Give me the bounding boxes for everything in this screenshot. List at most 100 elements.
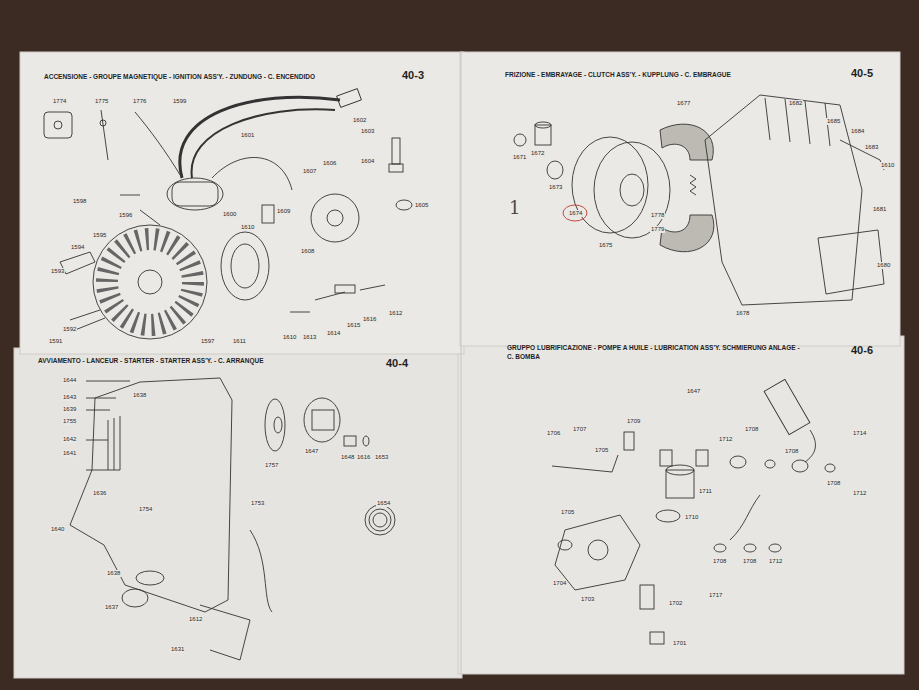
- callout-number: 1685: [826, 118, 841, 125]
- callout-number: 1616: [356, 454, 371, 461]
- callout-number: 1683: [864, 144, 879, 151]
- callout-number: 1684: [850, 128, 865, 135]
- handwritten-mark: 1: [508, 198, 521, 218]
- callout-number: 1680: [876, 262, 891, 269]
- callout-number: 1677: [676, 100, 691, 107]
- callout-number: 1636: [92, 490, 107, 497]
- callout-number: 1678: [735, 310, 750, 317]
- callout-number: 1654: [376, 500, 391, 507]
- callout-number: 1606: [322, 160, 337, 167]
- callout-number: 1644: [62, 377, 77, 384]
- callout-number: 1755: [62, 418, 77, 425]
- callout-number: 1708: [784, 448, 799, 455]
- callout-number: 1638: [132, 392, 147, 399]
- starter-drawing: [70, 378, 395, 660]
- callout-number: 1671: [512, 154, 527, 161]
- callout-number: 1612: [188, 616, 203, 623]
- callout-number: 1599: [172, 98, 187, 105]
- section-title: ACCENSIONE - GROUPE MAGNETIQUE - IGNITIO…: [44, 73, 315, 82]
- callout-number: 1754: [138, 506, 153, 513]
- page-number: 40-3: [402, 69, 424, 82]
- callout-number: 1647: [304, 448, 319, 455]
- section-title: AVVIAMENTO - LANCEUR - STARTER - STARTER…: [38, 357, 264, 366]
- callout-number: 1595: [92, 232, 107, 239]
- callout-number: 1603: [360, 128, 375, 135]
- callout-number: 1709: [626, 418, 641, 425]
- callout-number: 1705: [560, 509, 575, 516]
- callout-number: 1705: [594, 447, 609, 454]
- callout-number: 1682: [788, 100, 803, 107]
- oil-pump-drawing: [552, 379, 835, 644]
- page-number: 40-6: [851, 344, 873, 357]
- callout-number: 1708: [826, 480, 841, 487]
- callout-number: 1647: [686, 388, 701, 395]
- callout-number: 1591: [48, 338, 63, 345]
- callout-number: 1609: [276, 208, 291, 215]
- callout-number: 1598: [72, 198, 87, 205]
- callout-number: 1631: [170, 646, 185, 653]
- callout-number: 1757: [264, 462, 279, 469]
- callout-number: 1701: [672, 640, 687, 647]
- ignition-drawing: [44, 89, 412, 339]
- callout-number: 1637: [104, 604, 119, 611]
- callout-number: 1639: [62, 406, 77, 413]
- callout-number: 1610: [240, 224, 255, 231]
- callout-number: 1640: [50, 526, 65, 533]
- callout-number: 1597: [200, 338, 215, 345]
- page-number: 40-5: [851, 67, 873, 80]
- callout-number: 1674: [568, 210, 583, 217]
- callout-number: 1707: [572, 426, 587, 433]
- catalog-page: FRIZIONE - EMBRAYAGE - CLUTCH ASS'Y. - K…: [463, 55, 897, 343]
- callout-number: 1706: [546, 430, 561, 437]
- callout-number: 1672: [530, 150, 545, 157]
- callout-number: 1643: [62, 394, 77, 401]
- callout-number: 1703: [580, 596, 595, 603]
- callout-number: 1596: [118, 212, 133, 219]
- catalog-page: ACCENSIONE - GROUPE MAGNETIQUE - IGNITIO…: [22, 55, 462, 353]
- callout-number: 1614: [326, 330, 341, 337]
- callout-number: 1613: [302, 334, 317, 341]
- callout-number: 1592: [62, 326, 77, 333]
- callout-number: 1594: [70, 244, 85, 251]
- callout-number: 1708: [744, 426, 759, 433]
- callout-number: 1675: [598, 242, 613, 249]
- catalog-page: GRUPPO LUBRIFICAZIONE - POMPE A HUILE - …: [461, 340, 900, 670]
- callout-number: 1714: [852, 430, 867, 437]
- callout-number: 1708: [712, 558, 727, 565]
- callout-number: 1712: [718, 436, 733, 443]
- callout-number: 1673: [548, 184, 563, 191]
- callout-number: 1602: [352, 117, 367, 124]
- callout-number: 1611: [232, 338, 247, 345]
- callout-number: 1774: [52, 98, 67, 105]
- callout-number: 1704: [552, 580, 567, 587]
- callout-number: 1776: [132, 98, 147, 105]
- callout-number: 1779: [650, 226, 665, 233]
- callout-number: 1600: [222, 211, 237, 218]
- callout-number: 1638: [106, 570, 121, 577]
- section-title: GRUPPO LUBRIFICAZIONE - POMPE A HUILE - …: [507, 344, 807, 361]
- section-title: FRIZIONE - EMBRAYAGE - CLUTCH ASS'Y. - K…: [505, 71, 731, 80]
- callout-number: 1610: [282, 334, 297, 341]
- callout-number: 1717: [708, 592, 723, 599]
- callout-number: 1681: [872, 206, 887, 213]
- callout-number: 1653: [374, 454, 389, 461]
- callout-number: 1616: [362, 316, 377, 323]
- callout-number: 1712: [852, 490, 867, 497]
- callout-number: 1612: [388, 310, 403, 317]
- callout-number: 1604: [360, 158, 375, 165]
- callout-number: 1608: [300, 248, 315, 255]
- callout-number: 1753: [250, 500, 265, 507]
- clutch-drawing: [514, 95, 884, 305]
- paper-sheets: [14, 52, 904, 678]
- red-circle-mark: [563, 205, 587, 221]
- callout-number: 1610: [880, 162, 895, 169]
- callout-number: 1775: [94, 98, 109, 105]
- callout-number: 1702: [668, 600, 683, 607]
- callout-number: 1641: [62, 450, 77, 457]
- callout-number: 1711: [698, 488, 713, 495]
- catalog-page: AVVIAMENTO - LANCEUR - STARTER - STARTER…: [18, 355, 460, 673]
- callout-number: 1778: [650, 212, 665, 219]
- callout-number: 1605: [414, 202, 429, 209]
- callout-number: 1615: [346, 322, 361, 329]
